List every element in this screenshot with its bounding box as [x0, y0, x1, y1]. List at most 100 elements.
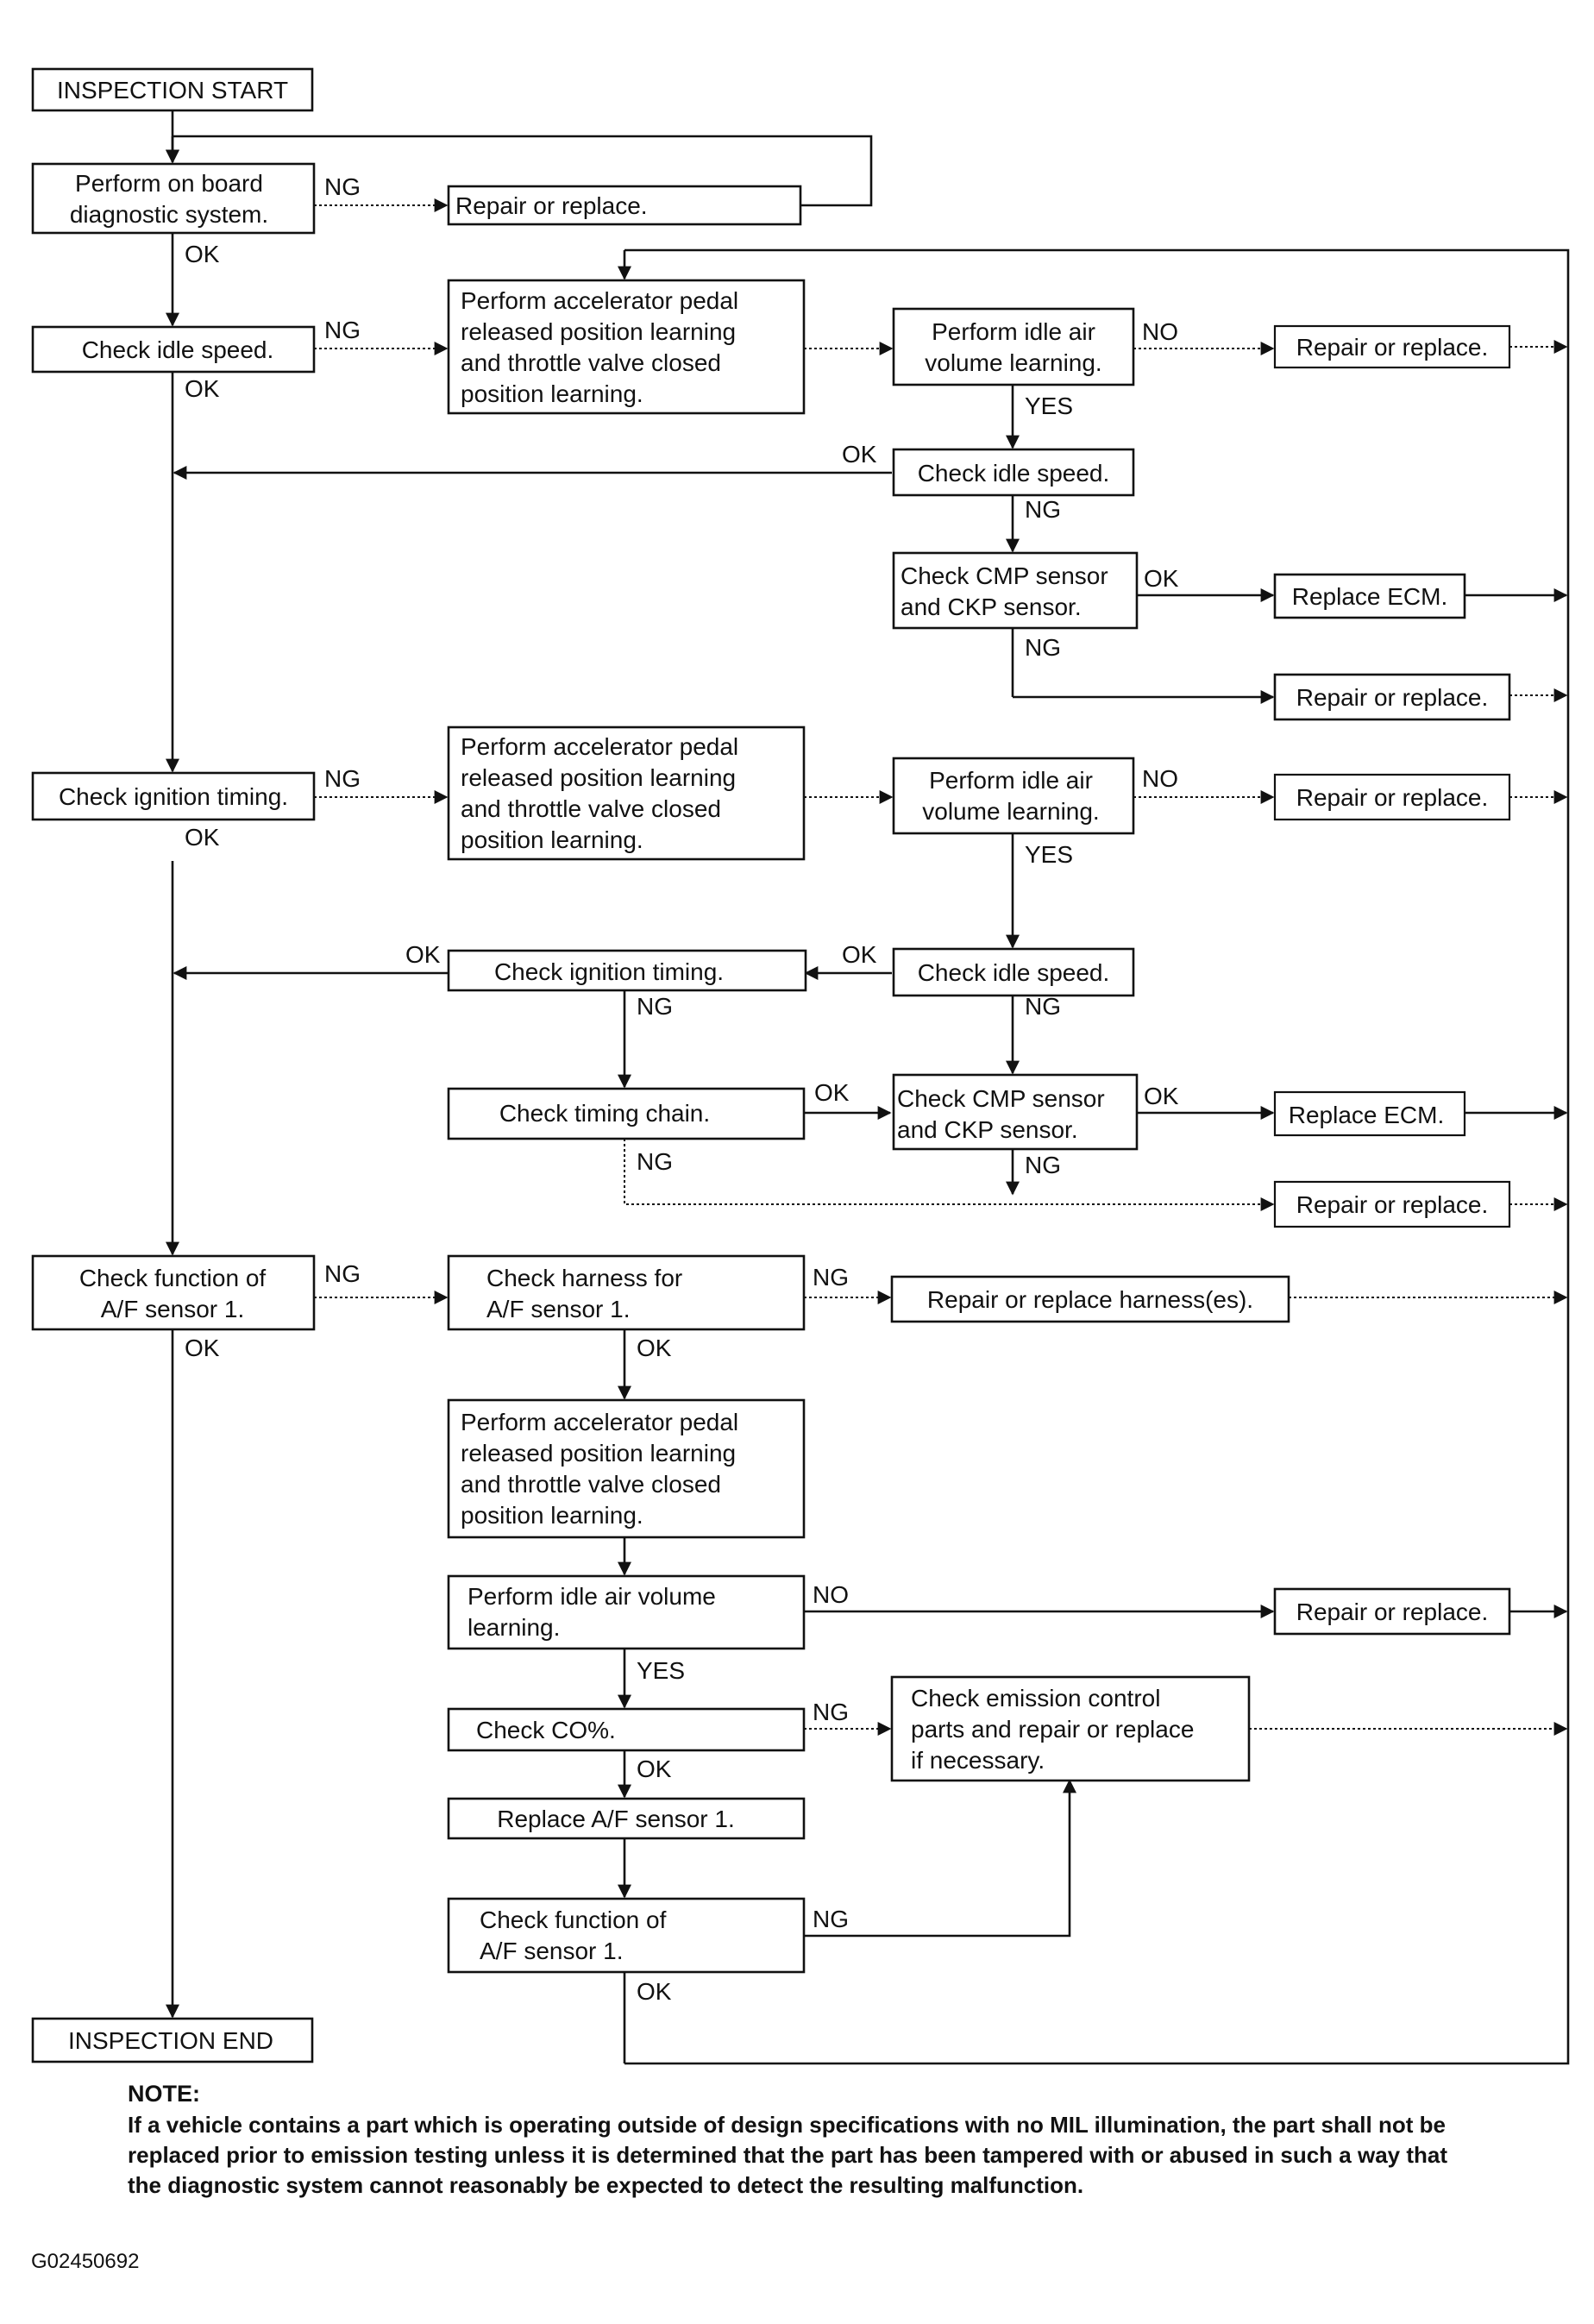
ign1-text: Check ignition timing.	[59, 783, 288, 810]
repair5-line-1: Repair or replace.	[1296, 1191, 1489, 1218]
repair6-text: Repair or replace.	[1296, 1599, 1489, 1625]
ecm1-text: Replace ECM.	[1292, 583, 1448, 610]
label-ok-cmp1: OK	[1144, 565, 1179, 592]
repair2-box: Repair or replace.	[1273, 324, 1511, 369]
ign2-line-1: Check ignition timing.	[494, 958, 724, 985]
ign1-line-1: Check ignition timing.	[59, 783, 288, 810]
repair4-text: Repair or replace.	[1296, 784, 1489, 811]
iav3-line-2: learning.	[468, 1614, 560, 1641]
end-box: INSPECTION END	[31, 2017, 314, 2063]
idle1-line-1: Check idle speed.	[82, 336, 274, 363]
ecm2-box: Replace ECM.	[1273, 1090, 1466, 1137]
start-line-1: INSPECTION START	[57, 77, 288, 104]
cmp2-line-1: Check CMP sensor	[897, 1085, 1105, 1112]
co-line-1: Check CO%.	[476, 1717, 616, 1743]
label-ng-idle2: NG	[1025, 496, 1061, 523]
label-ok-af1: OK	[185, 1335, 220, 1361]
label-ng-idle3: NG	[1025, 993, 1061, 1020]
af2-line-2: A/F sensor 1.	[480, 1938, 624, 1964]
figure-id: G02450692	[31, 2250, 140, 2273]
idle3-box: Check idle speed.	[892, 947, 1135, 997]
label-ng-ign1: NG	[324, 765, 361, 792]
label-ng-af2: NG	[813, 1906, 849, 1932]
idle3-text: Check idle speed.	[918, 959, 1110, 986]
label-yes-iav2: YES	[1025, 841, 1073, 868]
idle1-text: Check idle speed.	[82, 336, 274, 363]
learn3-line-2: released position learning	[461, 1440, 736, 1467]
label-ng-af1: NG	[324, 1260, 361, 1287]
label-no-iav2: NO	[1142, 765, 1178, 792]
ecm2-line-1: Replace ECM.	[1289, 1102, 1445, 1128]
repair3-box: Repair or replace.	[1273, 673, 1511, 721]
label-ok-ign2: OK	[405, 941, 441, 968]
iav3-line-1: Perform idle air volume	[468, 1583, 716, 1610]
label-ng-co: NG	[813, 1699, 849, 1725]
obd-line-2: diagnostic system.	[70, 201, 268, 228]
label-no-iav3: NO	[813, 1581, 849, 1608]
repair6-box: Repair or replace.	[1273, 1587, 1511, 1636]
label-ok-ign1: OK	[185, 824, 220, 851]
replaceaf-line-1: Replace A/F sensor 1.	[497, 1806, 734, 1832]
replaceaf-box: Replace A/F sensor 1.	[447, 1797, 806, 1840]
label-ok-obd: OK	[185, 241, 220, 267]
ecm2-text: Replace ECM.	[1289, 1102, 1445, 1128]
cmp1-text: Check CMP sensor and CKP sensor.	[901, 562, 1108, 620]
loop-repair1-to-obd	[173, 135, 873, 207]
return-bus	[624, 248, 1570, 2065]
idle2-box: Check idle speed.	[892, 448, 1135, 497]
note-body: If a vehicle contains a part which is op…	[128, 2112, 1448, 2198]
obd-text: Perform on board diagnostic system.	[70, 170, 268, 228]
label-no-iav1: NO	[1142, 318, 1178, 345]
iav2-line-1: Perform idle air	[929, 767, 1093, 794]
iav3-box: Perform idle air volume learning.	[447, 1574, 806, 1650]
co-text: Check CO%.	[476, 1717, 616, 1743]
repair2-line-1: Repair or replace.	[1296, 334, 1489, 361]
arrow-af2-to-emission	[804, 1779, 1076, 1938]
repair4-box: Repair or replace.	[1273, 773, 1511, 821]
ign2-box: Check ignition timing.	[447, 949, 807, 992]
replaceaf-text: Replace A/F sensor 1.	[497, 1806, 734, 1832]
idle3-line-1: Check idle speed.	[918, 959, 1110, 986]
repair4-line-1: Repair or replace.	[1296, 784, 1489, 811]
label-ng-chain: NG	[637, 1148, 673, 1175]
label-ng-obd: NG	[324, 173, 361, 200]
learn3-line-1: Perform accelerator pedal	[461, 1409, 738, 1435]
label-ok-af2: OK	[637, 1978, 672, 2005]
branch-labels: NG OK NG OK NO YES OK NG OK NG NG OK NO …	[185, 173, 1179, 2005]
label-ok-cmp2: OK	[1144, 1083, 1179, 1109]
iav1-line-1: Perform idle air	[932, 318, 1095, 345]
repair3-text: Repair or replace.	[1296, 684, 1489, 711]
repair1-text: Repair or replace.	[455, 192, 648, 219]
label-ok-idle1: OK	[185, 375, 220, 402]
chain-text: Check timing chain.	[499, 1100, 710, 1127]
start-box: INSPECTION START	[31, 67, 314, 112]
repair2-text: Repair or replace.	[1296, 334, 1489, 361]
iav3-text: Perform idle air volume learning.	[468, 1583, 716, 1641]
emission-line-3: if necessary.	[911, 1747, 1045, 1774]
cmp1-line-2: and CKP sensor.	[901, 594, 1082, 620]
obd-line-1: Perform on board	[75, 170, 263, 197]
harness-line-1: Check harness for	[486, 1265, 682, 1291]
learn3-line-4: position learning.	[461, 1502, 643, 1529]
repairh-box: Repair or replace harness(es).	[890, 1275, 1290, 1323]
learn1-line-1: Perform accelerator pedal	[461, 287, 738, 314]
learn3-line-3: and throttle valve closed	[461, 1471, 721, 1498]
learn1-line-3: and throttle valve closed	[461, 349, 721, 376]
cmp1-line-1: Check CMP sensor	[901, 562, 1108, 589]
chain-box: Check timing chain.	[447, 1087, 806, 1140]
learn2-line-1: Perform accelerator pedal	[461, 733, 738, 760]
ign2-text: Check ignition timing.	[494, 958, 724, 985]
repairh-text: Repair or replace harness(es).	[927, 1286, 1253, 1313]
label-yes-iav1: YES	[1025, 393, 1073, 419]
